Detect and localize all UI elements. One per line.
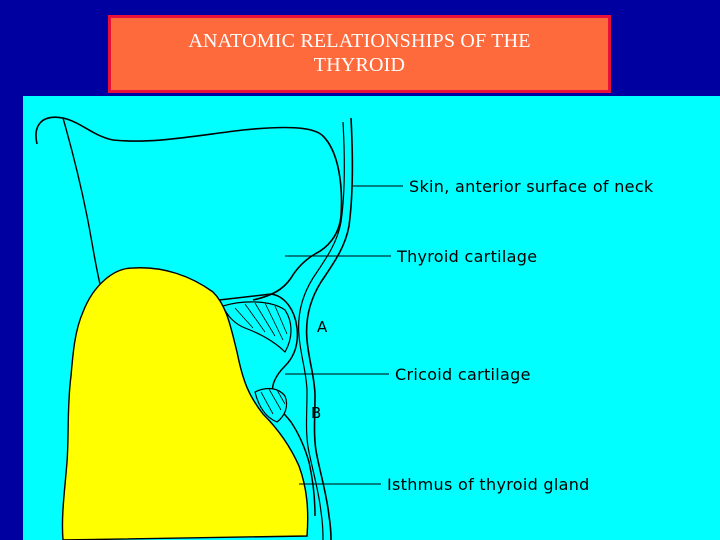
anterior-neck-skin-inner: [298, 121, 345, 540]
slide-title-line-2: THYROID: [313, 54, 406, 76]
thyroid-gland-lobe: [61, 267, 309, 540]
isthmus-label: Isthmus of thyroid gland: [387, 475, 590, 494]
anatomy-diagram: Skin, anterior surface of neck Thyroid c…: [23, 96, 720, 540]
anatomy-diagram-svg: Skin, anterior surface of neck Thyroid c…: [35, 116, 654, 540]
slide-title-line-1: ANATOMIC RELATIONSHIPS OF THE: [188, 30, 531, 52]
slide-title-box: ANATOMIC RELATIONSHIPS OF THE THYROID: [108, 15, 611, 93]
thyroid-cartilage-shape: [222, 301, 292, 353]
region-b-label: B: [311, 404, 321, 422]
airway-contour: [218, 293, 316, 517]
thyroid-cartilage-hatching: [234, 302, 288, 341]
head-outline: [35, 116, 343, 301]
region-a-label: A: [317, 318, 328, 336]
skin-label: Skin, anterior surface of neck: [409, 177, 654, 196]
cricoid-cartilage-shape: [254, 387, 288, 423]
anterior-neck-skin-outer: [305, 117, 354, 540]
cricoid-cartilage-hatching: [260, 388, 286, 415]
cricoid-cartilage-label: Cricoid cartilage: [395, 365, 531, 384]
thyroid-cartilage-label: Thyroid cartilage: [396, 247, 537, 266]
jaw-line: [62, 117, 104, 297]
